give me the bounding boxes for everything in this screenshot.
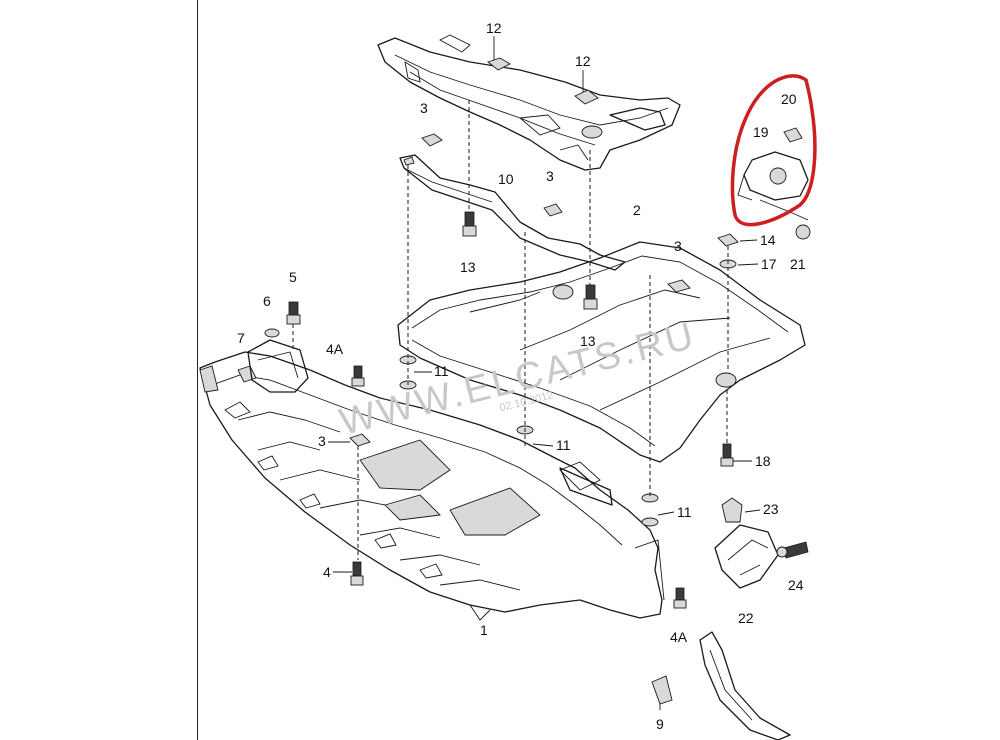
label-6: 6 <box>263 293 271 309</box>
label-2: 2 <box>633 202 641 218</box>
label-3c: 3 <box>674 238 682 254</box>
label-9: 9 <box>656 716 664 732</box>
nut-7 <box>237 365 257 383</box>
label-4a-top: 4A <box>326 341 344 357</box>
washer-6 <box>264 328 280 338</box>
watermark: WWW.ELCATS.RU <box>336 315 701 444</box>
screw-24 <box>776 541 809 559</box>
label-1: 1 <box>480 622 488 638</box>
clip-3-d <box>349 433 371 560</box>
pin-23 <box>721 497 743 523</box>
label-24: 24 <box>788 577 804 593</box>
label-10: 10 <box>498 171 514 187</box>
washer-11-a <box>399 165 417 390</box>
lower-rail <box>699 631 791 740</box>
bolt-18 <box>720 390 734 467</box>
label-12a: 12 <box>486 20 502 36</box>
label-11b: 11 <box>556 437 571 453</box>
clip-3-c <box>667 279 691 293</box>
label-13a: 13 <box>460 259 476 275</box>
label-14: 14 <box>760 232 776 248</box>
label-7: 7 <box>237 330 245 346</box>
label-3d: 3 <box>318 433 326 449</box>
label-4a-bottom: 4A <box>670 629 688 645</box>
side-bracket <box>247 339 309 393</box>
bolt-13-right <box>583 150 598 310</box>
clip-3-b <box>543 203 563 217</box>
label-11a: 11 <box>434 363 449 379</box>
label-17: 17 <box>761 256 777 272</box>
bracket-19 <box>737 127 811 240</box>
label-20: 20 <box>781 91 797 107</box>
bolt-4a-bottom <box>673 587 687 609</box>
bolt-13-left <box>462 100 477 237</box>
washer-11-b <box>516 232 534 448</box>
clip-14 <box>717 233 739 372</box>
frame-panel-2 <box>397 241 806 463</box>
label-13b: 13 <box>580 333 596 349</box>
nut-12-left <box>487 36 511 71</box>
undertray-1 <box>199 351 665 621</box>
bolt-5 <box>286 301 301 350</box>
label-18: 18 <box>755 453 771 469</box>
label-5: 5 <box>289 269 297 285</box>
label-3a: 3 <box>420 100 428 116</box>
label-22: 22 <box>738 610 754 626</box>
bracket-22 <box>714 524 779 589</box>
bolt-4a-top <box>351 365 365 387</box>
bolt-4 <box>350 561 364 586</box>
clip-9 <box>651 675 673 710</box>
label-23: 23 <box>763 501 779 517</box>
label-21: 21 <box>790 256 806 272</box>
label-19: 19 <box>753 124 769 140</box>
left-border-line <box>197 0 198 740</box>
label-3b: 3 <box>546 168 554 184</box>
nut-12-right <box>574 70 603 139</box>
label-11c: 11 <box>677 504 692 520</box>
washer-11-c <box>641 275 659 527</box>
clip-3-a <box>421 133 443 147</box>
red-highlight-circle <box>730 74 817 227</box>
label-4: 4 <box>323 564 331 580</box>
leader-lines <box>328 239 761 573</box>
label-12b: 12 <box>575 53 591 69</box>
